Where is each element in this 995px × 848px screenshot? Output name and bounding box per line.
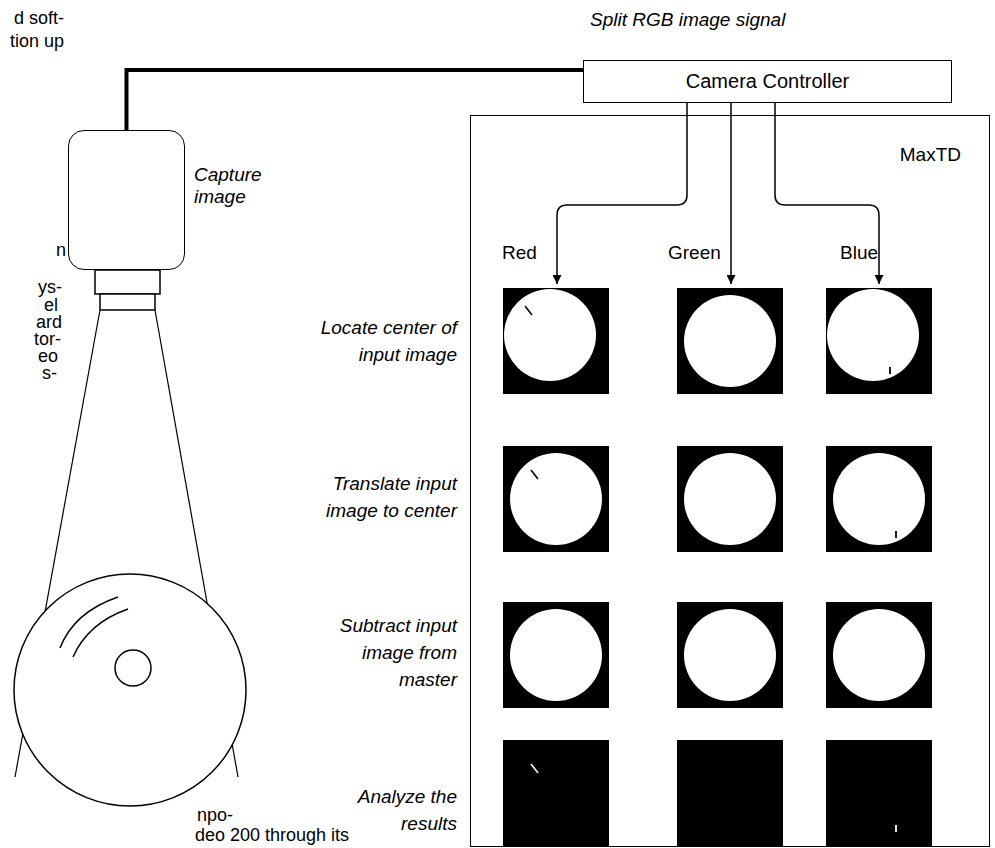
body-text-fragment: deo 200 through its (195, 826, 349, 844)
image-tile (677, 602, 783, 708)
image-tile (826, 602, 932, 708)
box-title: Camera Controller (686, 70, 849, 93)
image-tile (503, 446, 609, 552)
step-label: Translate input image to center (312, 470, 457, 524)
camera-lens (95, 270, 160, 294)
body-text-fragment: tor- (34, 330, 61, 348)
caption-text: Capture image (194, 164, 274, 208)
image-tile (677, 288, 783, 394)
body-text-fragment: npo- (197, 806, 233, 824)
image-tile (677, 446, 783, 552)
channel-label: Green (668, 242, 721, 264)
body-text-fragment: eo (38, 347, 58, 365)
channel-label: Blue (840, 242, 878, 264)
camera-lens-ring (100, 294, 155, 310)
body-text-fragment: tion up (10, 32, 64, 50)
signal-arrow (557, 103, 687, 284)
body-text-fragment: n (56, 241, 66, 259)
body-text-fragment: ard (36, 313, 62, 331)
image-tile (826, 740, 932, 846)
step-label: Locate center of input image (312, 314, 457, 368)
scratch (73, 609, 128, 657)
camera-cable (127, 70, 584, 130)
image-tile (503, 740, 609, 846)
controller-box: Camera Controller (583, 60, 952, 103)
image-tile (503, 602, 609, 708)
body-text-fragment: d soft- (14, 9, 64, 27)
image-tile (826, 288, 932, 394)
signal-caption: Split RGB image signal (590, 9, 785, 31)
signal-arrow (730, 103, 732, 284)
scratch (60, 597, 118, 648)
image-tile (503, 288, 609, 394)
channel-label: Red (502, 242, 537, 264)
body-text-fragment: ys- (38, 278, 62, 296)
panel-title: MaxTD (900, 144, 961, 166)
body-text-fragment: s- (42, 364, 57, 382)
body-text-fragment: el (44, 296, 58, 314)
image-tile (826, 446, 932, 552)
disc-hole (115, 650, 151, 686)
camera-body: Capture image (68, 130, 185, 270)
disc (14, 574, 246, 806)
signal-arrow (775, 103, 879, 284)
image-tile (677, 740, 783, 846)
step-label: Subtract input image from master (312, 612, 457, 693)
processor-panel: MaxTD (470, 115, 990, 847)
